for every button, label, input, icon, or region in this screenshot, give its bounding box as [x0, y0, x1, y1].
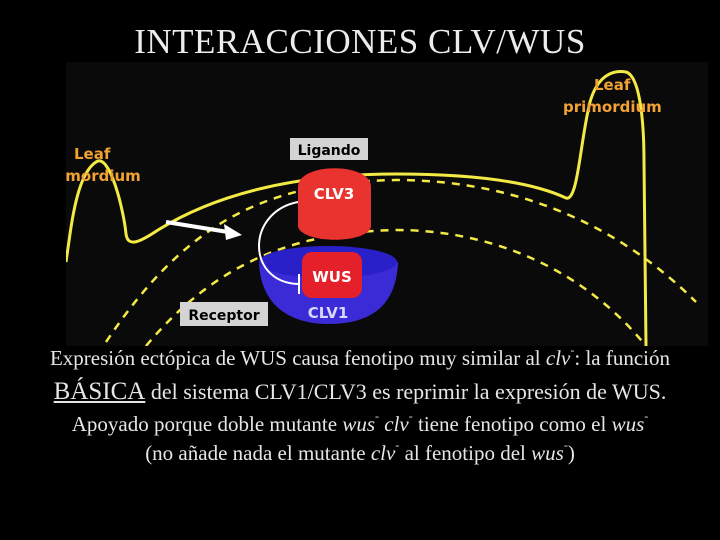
wus-domain: WUS [302, 252, 362, 298]
meristem-diagram: CLV1 WUS CLV3 Leaf primordium Leaf primo… [66, 62, 708, 346]
receptor-label: Receptor [188, 308, 259, 324]
dashed-line-inner [146, 230, 646, 346]
wus-label: WUS [312, 268, 352, 286]
clv3-ligand: CLV3 [298, 168, 371, 240]
ligand-label: Ligando [298, 143, 361, 159]
leaf-left-line2: primordium [66, 167, 141, 185]
leaf-right-line2: primordium [563, 98, 662, 116]
leaf-right-line1: Leaf [594, 76, 631, 94]
leaf-left-line1: Leaf [74, 145, 111, 163]
clv3-label: CLV3 [314, 185, 355, 203]
receptor-box: Receptor [180, 302, 268, 326]
basica-emphasis: BÁSICA [54, 378, 146, 405]
text-line-4: (no añade nada el mutante clv- al fenoti… [0, 441, 720, 466]
text-line-3: Apoyado porque doble mutante wus- clv- t… [0, 412, 720, 437]
pointer-arrow [166, 222, 242, 240]
ligand-box: Ligando [290, 138, 368, 160]
text-line-1: Expresión ectópica de WUS causa fenotipo… [0, 346, 720, 371]
text-line-2: BÁSICA del sistema CLV1/CLV3 es reprimir… [0, 378, 720, 406]
slide-title: INTERACCIONES CLV/WUS [0, 22, 720, 62]
clv1-label: CLV1 [308, 304, 349, 322]
